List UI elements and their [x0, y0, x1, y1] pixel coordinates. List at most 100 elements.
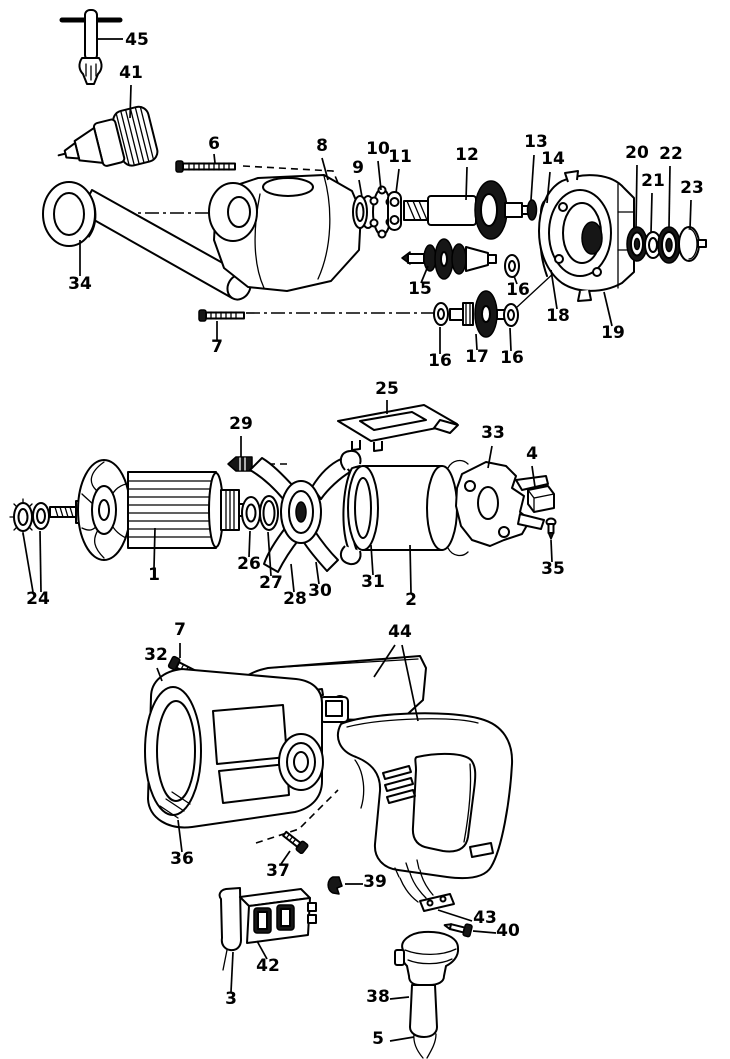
gear-case	[208, 174, 362, 292]
leader-line-15	[420, 265, 429, 284]
part-number-27: 27	[259, 573, 283, 593]
part-number-32: 32	[144, 645, 168, 665]
leader-line-10	[377, 160, 382, 191]
part-number-20: 20	[625, 143, 649, 163]
clip-13	[526, 199, 538, 221]
leader-line-6	[213, 153, 216, 164]
part-number-24: 24	[26, 589, 50, 609]
cord-clamp-43	[394, 859, 455, 912]
part-number-2: 2	[405, 590, 417, 610]
leader-line-2	[409, 544, 412, 594]
leader-line-26	[248, 530, 251, 558]
chuck	[57, 105, 159, 167]
leader-line-19	[603, 291, 613, 327]
leader-line-14	[546, 171, 551, 204]
leader-line-31	[370, 544, 374, 576]
housing-assembly	[144, 655, 514, 1059]
nameplate-25	[337, 404, 459, 452]
part-number-16: 16	[500, 348, 524, 368]
part-number-3: 3	[225, 989, 237, 1009]
leader-line-16	[509, 327, 512, 352]
part-number-13: 13	[524, 132, 548, 152]
part-number-30: 30	[308, 581, 332, 601]
switch-42	[239, 888, 317, 944]
part-number-35: 35	[541, 559, 565, 579]
leader-line-33	[487, 445, 493, 469]
leader-line-24	[39, 530, 42, 593]
leader-line-44	[373, 644, 396, 678]
leader-line-32	[156, 667, 163, 682]
leader-line-9	[358, 179, 363, 198]
part-number-43: 43	[473, 908, 497, 928]
part-number-41: 41	[119, 63, 143, 83]
leader-line-5	[389, 1036, 415, 1042]
part-number-34: 34	[68, 274, 92, 294]
part-number-7: 7	[211, 337, 223, 357]
bearing-housing-19	[538, 170, 635, 302]
screw-7-top	[198, 309, 245, 322]
side-handle	[42, 181, 252, 301]
leader-line-8	[321, 157, 329, 181]
plate-11	[387, 191, 402, 231]
leader-line-16	[513, 275, 518, 285]
part-number-14: 14	[541, 149, 565, 169]
part-number-21: 21	[641, 171, 665, 191]
part-number-22: 22	[659, 144, 683, 164]
part-number-36: 36	[170, 849, 194, 869]
part-number-39: 39	[363, 872, 387, 892]
brush-4	[527, 485, 555, 513]
part-number-44: 44	[388, 622, 412, 642]
part-number-17: 17	[465, 347, 489, 367]
motor-assembly	[9, 404, 557, 573]
chuck-key	[59, 9, 123, 85]
part-number-16: 16	[428, 351, 452, 371]
leader-line-28	[290, 563, 295, 593]
washer-16-upper	[504, 254, 520, 278]
screw-35	[545, 517, 557, 540]
bearing-22	[657, 226, 681, 264]
leader-line-37	[280, 850, 291, 865]
leader-line-27	[267, 531, 272, 577]
spindle-gear-12	[403, 180, 530, 240]
screw-37	[282, 830, 309, 855]
cord-protector-38	[394, 930, 460, 1038]
leader-line-21	[650, 192, 653, 234]
leader-line-20	[635, 164, 638, 229]
part-number-26: 26	[237, 554, 261, 574]
armature	[49, 459, 248, 561]
button-39	[327, 876, 343, 895]
bearing-bracket-28-30	[249, 457, 351, 573]
ring-27	[259, 495, 279, 531]
screw-40	[443, 923, 473, 938]
bearing-26	[241, 496, 261, 530]
leader-line-13	[530, 154, 535, 201]
leader-line-22	[668, 165, 671, 228]
part-number-8: 8	[316, 136, 328, 156]
leader-line-44	[401, 644, 419, 722]
leader-line-3	[230, 951, 234, 993]
trigger-3	[218, 887, 242, 971]
part-number-15: 15	[408, 279, 432, 299]
part-number-37: 37	[266, 861, 290, 881]
cap-23	[678, 226, 707, 262]
part-number-1: 1	[148, 565, 160, 585]
part-number-28: 28	[283, 589, 307, 609]
part-number-42: 42	[256, 956, 280, 976]
screw-6	[175, 160, 236, 173]
motor-housing-36	[144, 668, 324, 829]
leader-line-12	[465, 166, 468, 201]
part-number-18: 18	[546, 306, 570, 326]
field-2	[339, 449, 469, 566]
set-screw-29	[227, 456, 253, 472]
gear-assembly	[42, 9, 707, 338]
part-number-25: 25	[375, 379, 399, 399]
leader-line-35	[550, 539, 553, 563]
handle-housing-44	[337, 712, 514, 880]
part-number-38: 38	[366, 987, 390, 1007]
leader-line-4	[531, 465, 536, 488]
leader-line-41	[129, 84, 132, 119]
washers-24	[9, 498, 50, 536]
part-number-29: 29	[229, 414, 253, 434]
